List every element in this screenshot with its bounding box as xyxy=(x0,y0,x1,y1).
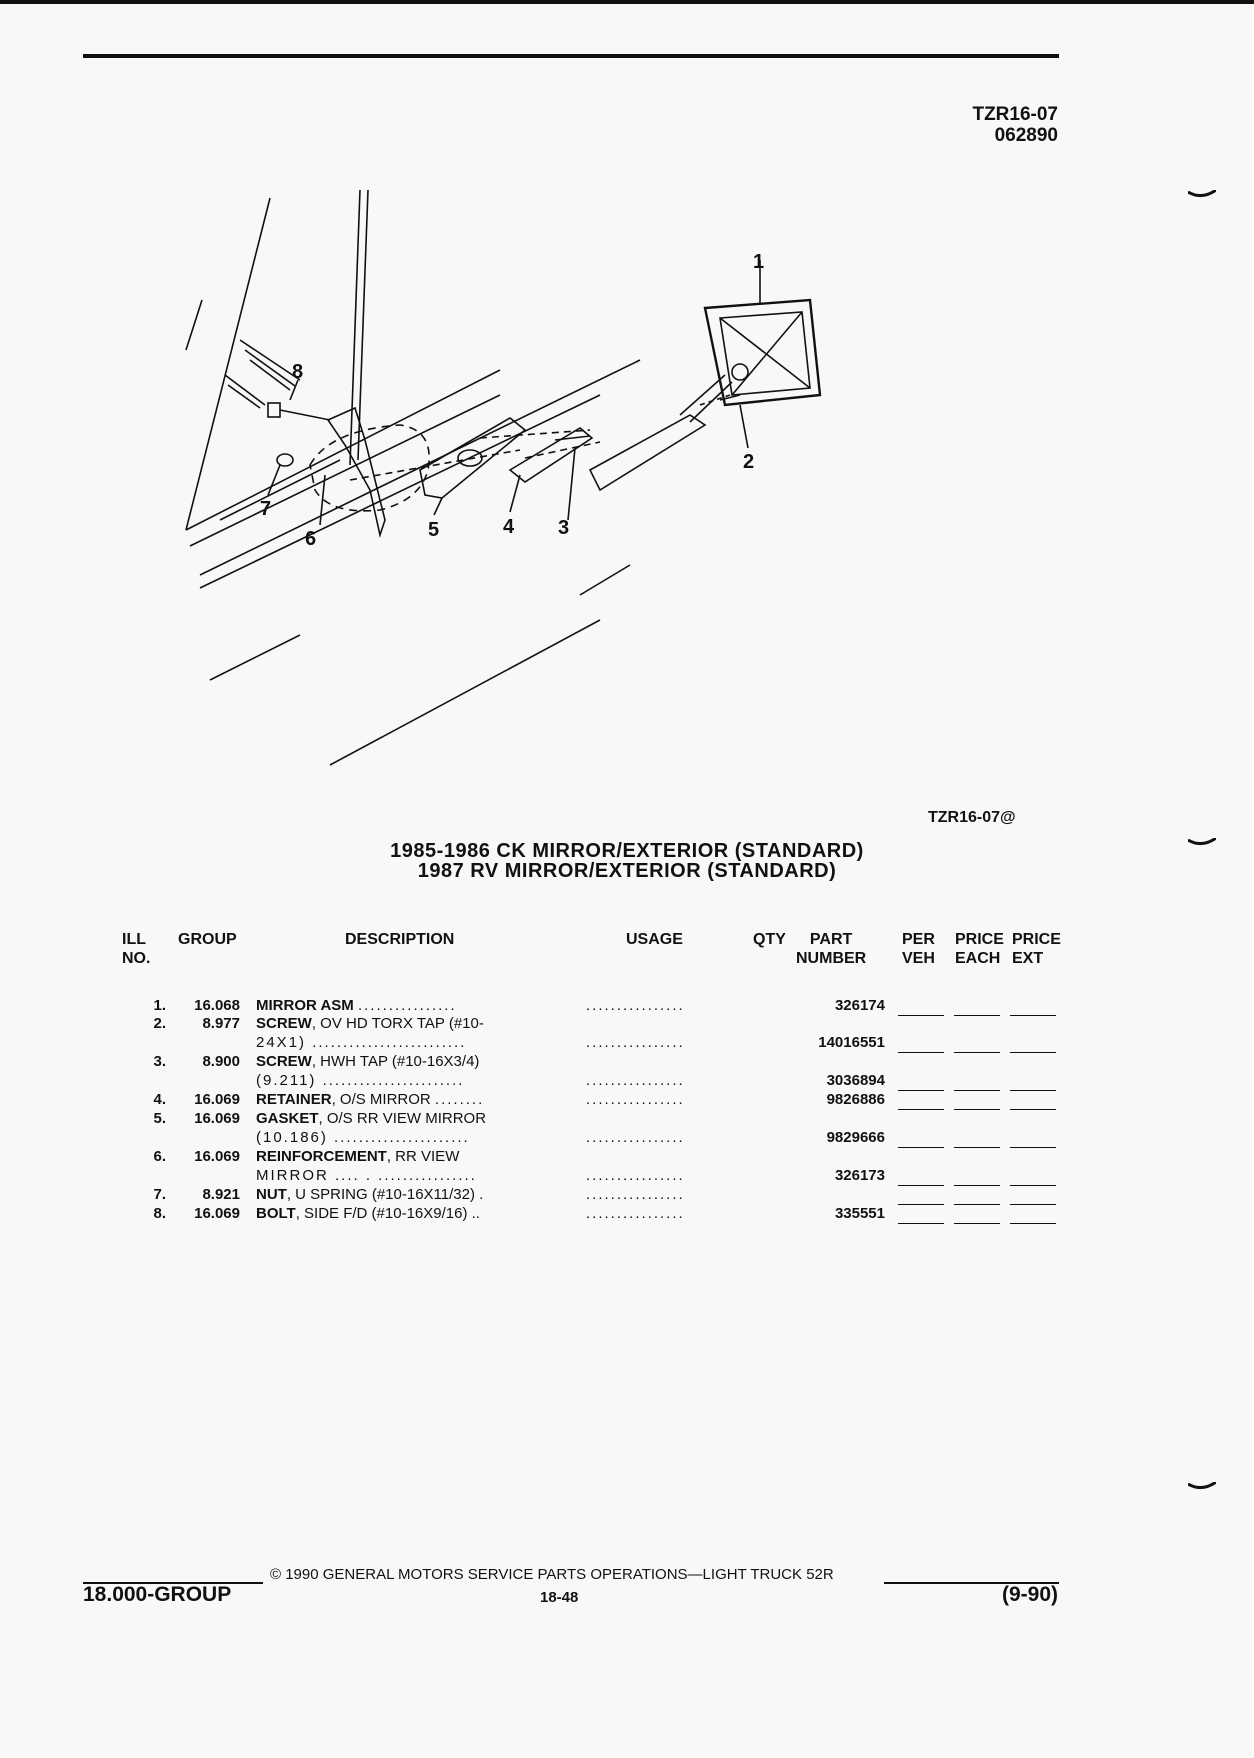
row-description: GASKET, O/S RR VIEW MIRROR xyxy=(256,1110,487,1127)
doc-date: 062890 xyxy=(994,125,1058,146)
row-description: MIRROR ASM ................ xyxy=(256,997,457,1014)
row-blanks xyxy=(898,1138,1066,1156)
header-description: DESCRIPTION xyxy=(345,931,455,948)
callout-2: 2 xyxy=(743,451,754,473)
callout-8: 8 xyxy=(292,361,303,383)
row-group: 8.900 xyxy=(202,1053,240,1070)
binder-mark xyxy=(1188,190,1216,197)
row-group: 16.069 xyxy=(194,1205,240,1222)
row-usage: ................ xyxy=(586,1129,685,1146)
callout-6: 6 xyxy=(305,528,316,550)
callout-3: 3 xyxy=(558,517,569,539)
row-usage: ................ xyxy=(586,1034,685,1051)
row-part-number: 9826886 xyxy=(826,1091,885,1108)
row-blanks xyxy=(898,1214,1066,1232)
copyright-notice: © 1990 GENERAL MOTORS SERVICE PARTS OPER… xyxy=(270,1566,834,1583)
group-code: 18.000-GROUP xyxy=(83,1583,232,1606)
row-usage: ................ xyxy=(586,1091,685,1108)
row-description: RETAINER, O/S MIRROR ........ xyxy=(256,1091,485,1108)
doc-code: TZR16-07 xyxy=(972,104,1058,125)
page-number: 18-48 xyxy=(540,1589,579,1606)
row-blanks xyxy=(898,1043,1066,1061)
header-part-number: PART NUMBER xyxy=(796,931,867,967)
row-part-number: 326173 xyxy=(834,1167,885,1184)
section-title-line-2: 1987 RV MIRROR/EXTERIOR (STANDARD) xyxy=(417,860,837,882)
row-blanks xyxy=(898,1195,1066,1213)
header-group: GROUP xyxy=(178,931,237,948)
row-description: SCREW, OV HD TORX TAP (#10- xyxy=(256,1015,484,1032)
callout-7: 7 xyxy=(260,498,271,520)
row-part-number: 9829666 xyxy=(826,1129,885,1146)
figure-reference: TZR16-07@ xyxy=(928,809,1016,826)
row-part-number: 3036894 xyxy=(826,1072,885,1089)
row-group: 8.977 xyxy=(202,1015,240,1032)
row-ill: 3. xyxy=(153,1053,166,1070)
footer-rule xyxy=(83,1582,263,1584)
row-usage: ................ xyxy=(586,1186,685,1203)
row-ill: 7. xyxy=(153,1186,166,1203)
row-blanks xyxy=(898,1100,1066,1118)
header-price-each: PRICE EACH xyxy=(955,931,1004,967)
header-usage: USAGE xyxy=(626,931,683,948)
row-description-cont: MIRROR .... . ................ xyxy=(256,1167,477,1184)
row-description-cont: 24X1) ......................... xyxy=(256,1034,467,1051)
row-part-number: 14016551 xyxy=(818,1034,885,1051)
row-description: NUT, U SPRING (#10-16X11/32) . xyxy=(256,1186,484,1203)
row-blanks xyxy=(898,1081,1066,1099)
row-group: 16.068 xyxy=(194,997,240,1014)
row-ill: 6. xyxy=(153,1148,166,1165)
row-description-cont: (9.211) ....................... xyxy=(256,1072,465,1089)
row-part-number: 326174 xyxy=(834,997,885,1014)
row-ill: 2. xyxy=(153,1015,166,1032)
callout-4: 4 xyxy=(503,516,515,538)
row-description: BOLT, SIDE F/D (#10-16X9/16) .. xyxy=(256,1205,480,1222)
binder-mark xyxy=(1188,838,1216,845)
header-price-ext: PRICE EXT xyxy=(1012,931,1061,967)
row-part-number: 335551 xyxy=(834,1205,885,1222)
row-usage: ................ xyxy=(586,1205,685,1222)
header-per-veh: PER VEH xyxy=(902,931,935,967)
row-description-cont: (10.186) ...................... xyxy=(256,1129,470,1146)
binder-mark xyxy=(1188,1482,1216,1489)
callout-5: 5 xyxy=(428,519,439,541)
row-usage: ................ xyxy=(586,1167,685,1184)
row-ill: 5. xyxy=(153,1110,166,1127)
row-group: 8.921 xyxy=(202,1186,240,1203)
mirror-exploded-diagram: 1 2 3 4 5 6 7 8 xyxy=(185,190,822,766)
header-qty: QTY xyxy=(753,931,786,948)
row-group: 16.069 xyxy=(194,1110,240,1127)
row-group: 16.069 xyxy=(194,1148,240,1165)
row-usage: ................ xyxy=(586,997,685,1014)
row-blanks xyxy=(898,1176,1066,1194)
section-title-line-1: 1985-1986 CK MIRROR/EXTERIOR (STANDARD) xyxy=(390,840,864,862)
top-border xyxy=(0,0,1254,4)
row-usage: ................ xyxy=(586,1072,685,1089)
header-ill: ILL NO. xyxy=(122,931,151,967)
callout-1: 1 xyxy=(753,251,764,273)
row-description: SCREW, HWH TAP (#10-16X3/4) xyxy=(256,1053,480,1070)
row-group: 16.069 xyxy=(194,1091,240,1108)
row-ill: 8. xyxy=(153,1205,166,1222)
header-rule xyxy=(83,54,1059,58)
footer-rule xyxy=(884,1582,1059,1584)
revision-date: (9-90) xyxy=(1001,1583,1058,1606)
row-description: REINFORCEMENT, RR VIEW xyxy=(256,1148,460,1165)
row-ill: 1. xyxy=(153,997,166,1014)
row-blanks xyxy=(898,1006,1066,1024)
row-ill: 4. xyxy=(153,1091,166,1108)
